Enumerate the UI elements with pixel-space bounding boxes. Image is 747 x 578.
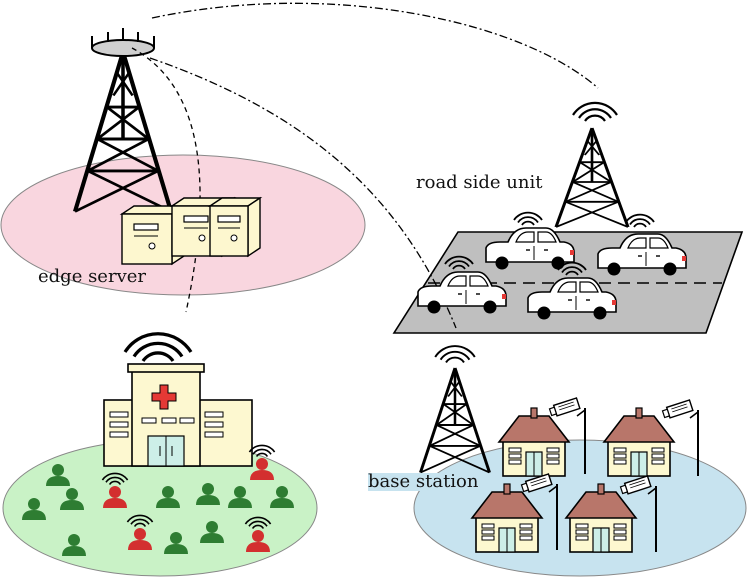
road-side-unit-label: road side unit: [416, 172, 543, 193]
edge-server-icon: [119, 196, 263, 266]
base-station-label: base station: [368, 471, 479, 492]
road-side-unit-tower-icon: [554, 101, 630, 229]
hospital-icon: [103, 332, 253, 467]
main-tower-icon: [75, 28, 171, 212]
communication-links: [131, 2, 599, 329]
edge-server-label: edge server: [38, 266, 146, 287]
